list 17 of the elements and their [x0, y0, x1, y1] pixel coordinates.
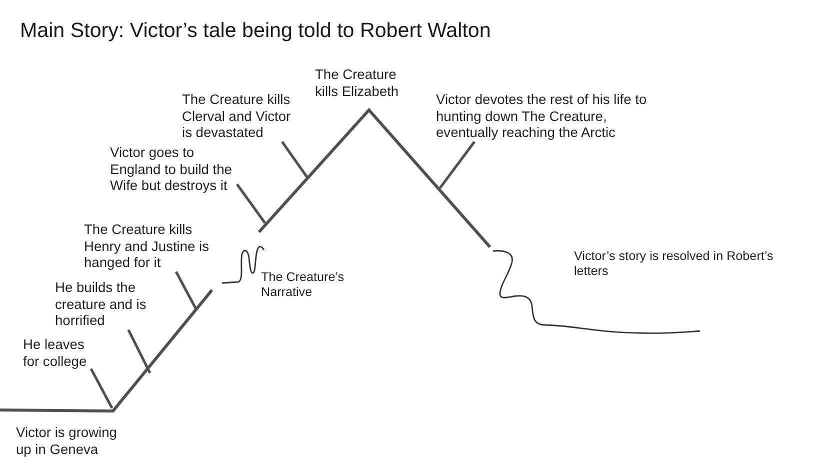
event-text: Victor is growing up in Geneva — [16, 425, 118, 458]
leader-line — [127, 329, 152, 374]
leader-line — [438, 141, 476, 189]
event-text: The Creature kills Elizabeth — [315, 67, 400, 100]
event-text: He leaves for college — [23, 337, 91, 370]
event-text: Victor devotes the rest of his life to hunting down The Creature, eventually reaching the Arctic — [436, 92, 652, 142]
event-text: The Creature kills Clerval and Victor is devastated — [182, 92, 298, 142]
leader-line — [236, 183, 266, 224]
event-text: The Creature kills Henry and Justine is hanged for it — [84, 222, 214, 272]
leader-line — [90, 368, 114, 409]
leader-line — [174, 271, 198, 310]
event-text: Victor goes to England to build the Wife but destroys it — [110, 145, 237, 195]
event-text: He builds the creature and is horrified — [55, 280, 151, 330]
leader-line — [281, 141, 308, 178]
note-text: Victor’s story is resolved in Robert’s letters — [574, 249, 774, 279]
title: Main Story: Victor’s tale being told to Robert Walton — [20, 19, 491, 43]
narrative-label: The Creature’s Narrative — [261, 270, 346, 300]
